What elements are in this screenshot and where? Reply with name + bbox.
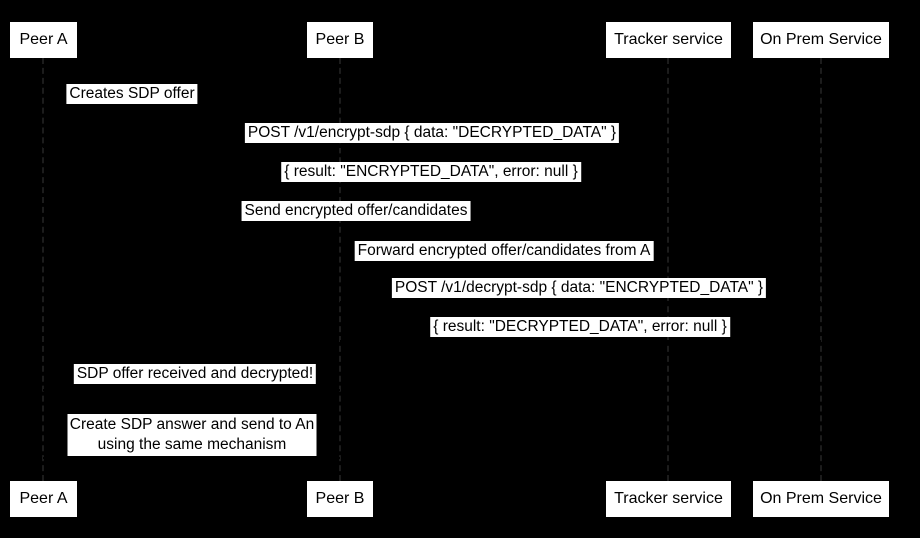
participant-box-onprem-top: On Prem Service [753, 22, 889, 58]
message-create-sdp-answer: Create SDP answer and send to An using t… [67, 414, 317, 456]
participant-box-peer-b-bottom: Peer B [307, 481, 373, 517]
message-creates-sdp-offer: Creates SDP offer [66, 84, 198, 104]
message-line-1: Create SDP answer and send to An [69, 416, 315, 433]
arrow-decrypt-reply [340, 340, 821, 342]
message-post-encrypt-sdp: POST /v1/encrypt-sdp { data: "DECRYPTED_… [244, 123, 620, 143]
message-post-decrypt-sdp: POST /v1/decrypt-sdp { data: "ENCRYPTED_… [391, 278, 767, 298]
lifeline-tracker [667, 58, 669, 481]
participant-label: On Prem Service [760, 490, 882, 507]
message-line-2: using the same mechanism [97, 436, 287, 453]
lifeline-onprem [820, 58, 822, 481]
participant-label: Peer B [315, 490, 365, 507]
arrow-decrypt-request [340, 301, 821, 303]
message-sdp-offer-received: SDP offer received and decrypted! [73, 364, 317, 384]
arrow-create-answer [43, 457, 340, 459]
message-result-decrypted: { result: "DECRYPTED_DATA", error: null … [430, 317, 730, 337]
lifeline-peer-a [42, 58, 44, 481]
participant-box-tracker-bottom: Tracker service [606, 481, 731, 517]
message-forward-encrypted: Forward encrypted offer/candidates from … [354, 241, 654, 261]
participant-label: Peer B [315, 31, 365, 48]
message-result-encrypted: { result: "ENCRYPTED_DATA", error: null … [281, 162, 581, 182]
participant-label: Peer A [19, 31, 68, 48]
arrow-forward [340, 264, 668, 266]
participant-box-peer-a-top: Peer A [10, 22, 77, 58]
participant-box-peer-a-bottom: Peer A [10, 481, 77, 517]
lifeline-peer-b [339, 58, 341, 481]
arrow-encrypt-request [43, 146, 821, 148]
arrow-encrypt-reply [43, 185, 821, 187]
participant-box-peer-b-top: Peer B [307, 22, 373, 58]
participant-label: On Prem Service [760, 31, 882, 48]
participant-box-onprem-bottom: On Prem Service [753, 481, 889, 517]
arrow-send-encrypted [43, 224, 668, 226]
arrow-sdp-received [43, 389, 340, 391]
participant-box-tracker-top: Tracker service [606, 22, 731, 58]
message-send-encrypted: Send encrypted offer/candidates [241, 201, 471, 221]
participant-label: Peer A [19, 490, 68, 507]
participant-label: Tracker service [614, 490, 723, 507]
participant-label: Tracker service [614, 31, 723, 48]
